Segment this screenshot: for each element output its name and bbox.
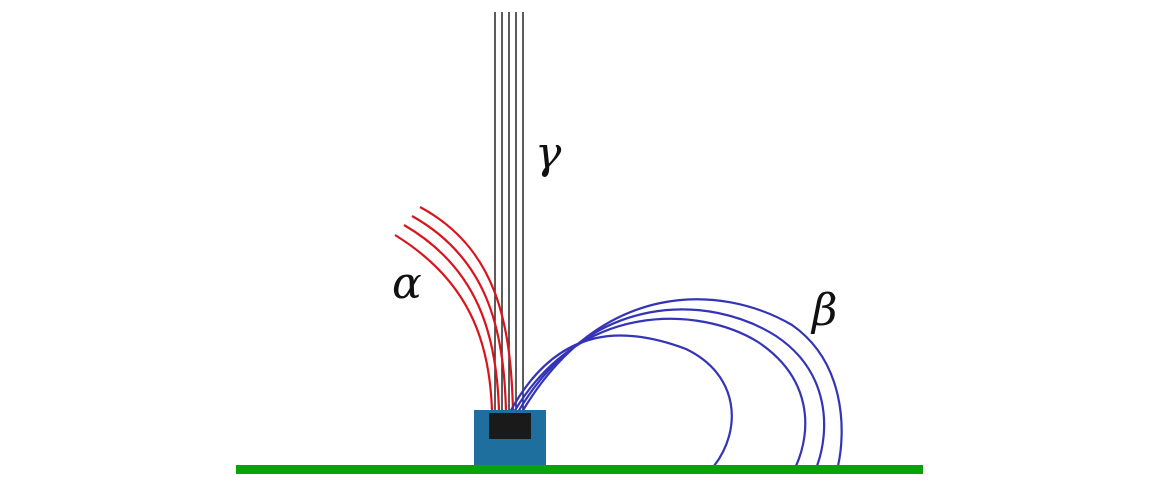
- gamma-label: γ: [535, 128, 562, 179]
- ground-line: [236, 465, 923, 474]
- beta-ray: [521, 298, 843, 467]
- alpha-ray: [411, 215, 508, 413]
- beta-label: β: [810, 285, 837, 336]
- alpha-label: α: [392, 258, 422, 309]
- alpha-ray: [403, 224, 501, 413]
- alpha-rays: [394, 206, 515, 413]
- beta-ray: [517, 308, 826, 467]
- beta-rays: [509, 298, 843, 467]
- alpha-ray: [394, 234, 494, 413]
- beta-ray: [509, 334, 733, 467]
- alpha-ray: [419, 206, 515, 413]
- source-core: [489, 413, 531, 439]
